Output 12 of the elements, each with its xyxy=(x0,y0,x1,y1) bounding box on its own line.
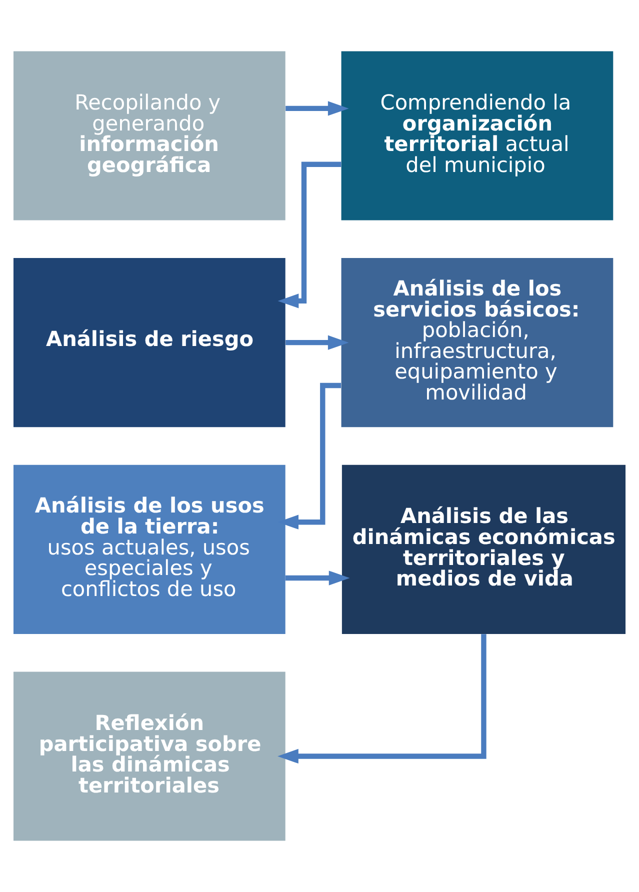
arrow xyxy=(278,634,486,764)
arrow xyxy=(286,335,349,350)
node-box: Análisis de riesgo xyxy=(13,258,286,428)
node-box: Recopilando y generando información geográfica xyxy=(13,51,286,220)
node-box: Análisis de los servicios básicos: población, infraestructura, equipamiento y movilidad xyxy=(341,258,614,428)
arrow xyxy=(286,101,349,116)
arrow xyxy=(285,570,350,586)
node-box: Reflexión participativa sobre las dinámicas territoriales xyxy=(13,672,286,841)
node-box: Análisis de las dinámicas económicas territoriales y medios de vida xyxy=(342,464,626,634)
arrow xyxy=(278,162,342,308)
node-box: Análisis de los usos de la tierra: usos actuales, usos especiales y conflictos de uso xyxy=(13,464,286,634)
node-box: Comprendiendo la organización territorial actual del municipio xyxy=(341,51,614,220)
